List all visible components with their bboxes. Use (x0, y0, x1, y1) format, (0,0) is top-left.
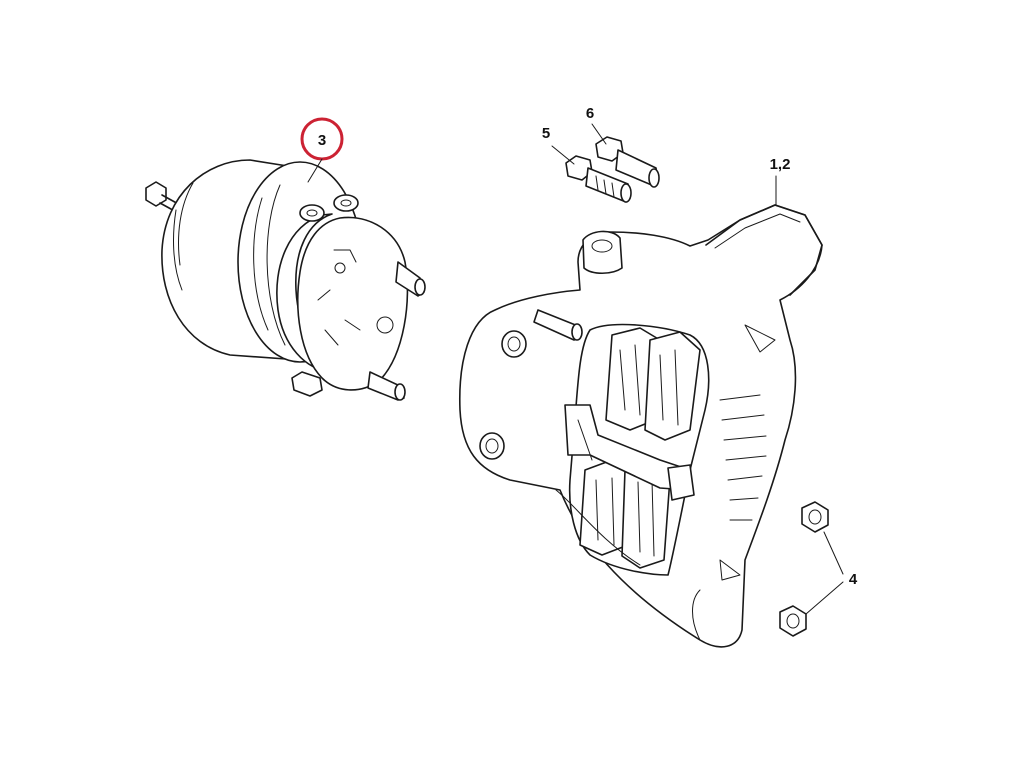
bolt-part-6 (595, 136, 660, 188)
callout-3[interactable]: 3 (300, 117, 344, 183)
leader-line-3 (307, 158, 323, 183)
callout-label-6: 6 (586, 105, 594, 122)
callout-6[interactable]: 6 (586, 105, 607, 145)
callout-label-3: 3 (318, 132, 326, 149)
callout-5[interactable]: 5 (542, 125, 575, 165)
brake-caliper-part (459, 204, 823, 648)
bolt-part-5 (565, 155, 632, 203)
leader-line-4-upper (823, 531, 844, 575)
callout-label-4: 4 (849, 571, 858, 588)
callout-label-1-2: 1,2 (770, 156, 791, 173)
nut-part-4-lower (779, 605, 807, 637)
leader-line-6 (591, 123, 607, 145)
callout-4[interactable]: 4 (805, 531, 858, 615)
leader-line-4-lower (805, 581, 844, 615)
callout-label-5: 5 (542, 125, 550, 142)
leader-line-5 (551, 145, 575, 165)
brake-chamber-part (145, 159, 426, 401)
callout-1-2[interactable]: 1,2 (770, 156, 791, 206)
nut-part-4-upper (801, 501, 829, 533)
